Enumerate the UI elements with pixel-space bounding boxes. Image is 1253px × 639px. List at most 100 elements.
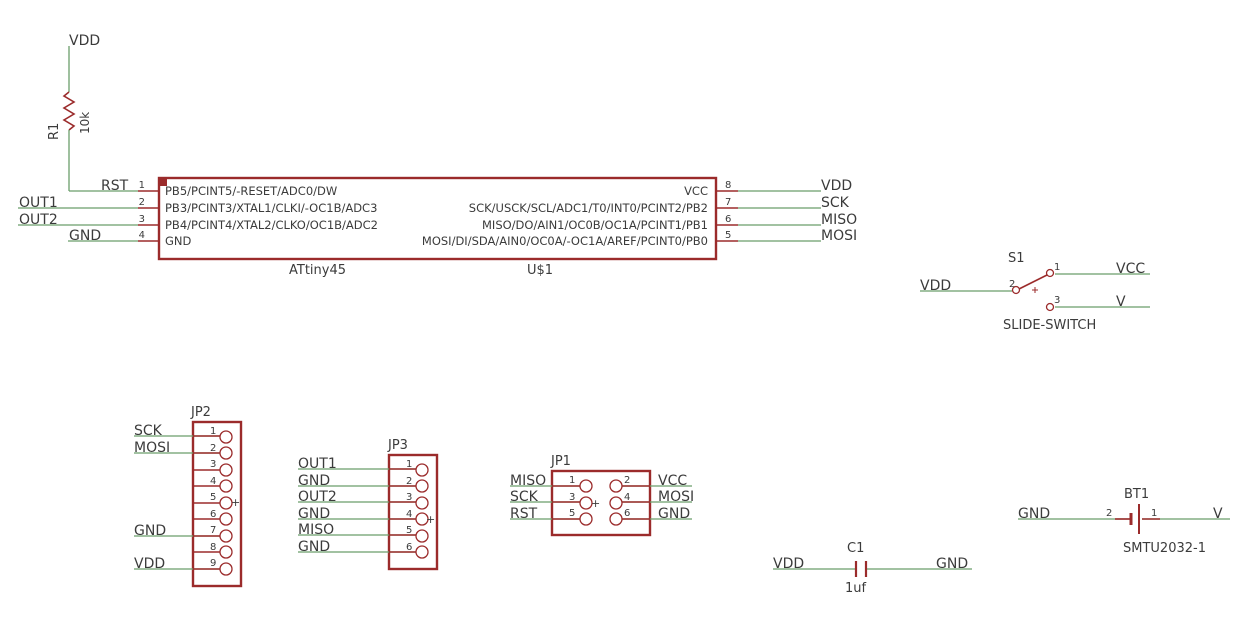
- pin-pad-icon: [219, 430, 233, 444]
- jp2-pin-number: 6: [210, 509, 216, 520]
- jp2-pin-number: 7: [210, 525, 216, 536]
- origin-cross-icon: +: [591, 497, 600, 510]
- jp1-pin-number: 5: [569, 508, 575, 519]
- pin-pad-icon: [415, 463, 429, 477]
- pin-pad-icon: [219, 512, 233, 526]
- pin-pad-icon: [609, 479, 623, 493]
- jp3-ref-label: JP3: [387, 438, 408, 453]
- bt1-value-label: SMTU2032-1: [1123, 541, 1206, 556]
- resistor-zigzag-icon: [62, 91, 76, 131]
- jp2-ref-label: JP2: [190, 405, 211, 420]
- jp3-pin-number: 5: [406, 525, 412, 536]
- pin-pad-icon: [579, 479, 593, 493]
- pin-pad-icon: [609, 512, 623, 526]
- jp3-pin-number: 3: [406, 492, 412, 503]
- net-label-miso-jp1: MISO: [510, 473, 546, 489]
- net-label-mosi-jp2: MOSI: [134, 440, 170, 456]
- switch-s1[interactable]: S1 2 1 3 VDD VCC V SLIDE-SWITCH: [920, 251, 1150, 333]
- switch-contact-icon: [1045, 268, 1055, 278]
- u1-pin-name: PB4/PCINT4/XTAL2/CLKO/OC1B/ADC2: [165, 218, 378, 232]
- pin-pad-icon: [219, 529, 233, 543]
- net-label-vcc-jp1: VCC: [658, 473, 687, 489]
- u1-pin-number: 7: [725, 197, 731, 208]
- net-label-mosi-jp1: MOSI: [658, 489, 694, 505]
- jp2-pin-number: 2: [210, 443, 216, 454]
- net-label-sck-jp2: SCK: [134, 423, 163, 439]
- net-label-miso-jp3: MISO: [298, 522, 334, 538]
- u1-pin-name: PB3/PCINT3/XTAL1/CLKI/-OC1B/ADC3: [165, 201, 377, 215]
- net-label-sck: SCK: [821, 195, 850, 211]
- net-label-mosi: MOSI: [821, 228, 857, 244]
- u1-pin-name: PB5/PCINT5/-RESET/ADC0/DW: [165, 184, 337, 198]
- net-label-vdd-s1: VDD: [920, 278, 951, 294]
- net-label-out2-jp3: OUT2: [298, 489, 337, 505]
- u1-pin-number: 8: [725, 180, 731, 191]
- net-label-gnd-bt1: GND: [1018, 506, 1050, 522]
- jp2-pin-number: 4: [210, 476, 216, 487]
- net-label-gnd-jp1: GND: [658, 506, 690, 522]
- pin-pad-icon: [219, 463, 233, 477]
- jp3-pin-number: 1: [406, 459, 412, 470]
- u1-pin-name: MOSI/DI/SDA/AIN0/OC0A/-OC1A/AREF/PCINT0/…: [422, 234, 708, 248]
- switch-contact-icon: [1011, 285, 1021, 295]
- net-label-v-bt1: V: [1213, 506, 1223, 522]
- jp2-pin-number: 5: [210, 492, 216, 503]
- net-label-vdd-r1: VDD: [69, 33, 100, 49]
- jp1-pin-number: 3: [569, 492, 575, 503]
- s1-pin-number: 1: [1054, 262, 1060, 273]
- battery-bt1[interactable]: BT1 2 1 SMTU2032-1 GND V: [1018, 487, 1230, 556]
- net-label-vcc-s1: VCC: [1116, 261, 1145, 277]
- net-label-vdd: VDD: [821, 178, 852, 194]
- jp1-pin-number: 2: [624, 475, 630, 486]
- ic-u1-attiny45[interactable]: 1 2 3 4 PB5/PCINT5/-RESET/ADC0/DW PB3/PC…: [18, 176, 857, 278]
- u1-value-label: ATtiny45: [289, 263, 346, 278]
- switch-contact-icon: [1045, 302, 1055, 312]
- connector-jp1-isp[interactable]: JP1 + 1 3 5 2 4 6 MISO SCK RST VCC MOSI …: [510, 454, 694, 537]
- u1-ref-label: U$1: [527, 263, 553, 278]
- u1-pin-name: VCC: [684, 184, 708, 198]
- pin-pad-icon: [219, 446, 233, 460]
- resistor-r1[interactable]: VDD R1 10k RST: [47, 33, 138, 194]
- pin-pad-icon: [415, 512, 429, 526]
- s1-value-label: SLIDE-SWITCH: [1003, 318, 1096, 333]
- net-label-sck-jp1: SCK: [510, 489, 539, 505]
- connector-jp2[interactable]: JP2 + 1 2 3: [134, 405, 243, 588]
- pin-pad-icon: [415, 479, 429, 493]
- jp1-pin-number: 1: [569, 475, 575, 486]
- connector-body: [550, 469, 652, 537]
- pin-pad-icon: [415, 496, 429, 510]
- net-label-gnd-c1: GND: [936, 556, 968, 572]
- u1-pin-name: GND: [165, 234, 192, 248]
- u1-pin-number: 5: [725, 230, 731, 241]
- net-label-rst-jp1: RST: [510, 506, 538, 522]
- c1-ref-label: C1: [847, 541, 864, 556]
- pin-pad-icon: [219, 545, 233, 559]
- capacitor-c1[interactable]: C1 1uf VDD GND: [773, 541, 972, 596]
- u1-pin-number: 6: [725, 214, 731, 225]
- c1-value-label: 1uf: [845, 581, 867, 596]
- u1-pin-name: SCK/USCK/SCL/ADC1/T0/INT0/PCINT2/PB2: [469, 201, 708, 215]
- pin-pad-icon: [579, 496, 593, 510]
- u1-pin-number: 3: [139, 214, 145, 225]
- jp1-pin-number: 6: [624, 508, 630, 519]
- connector-jp3[interactable]: JP3 + 1 2 3 4 5 6 OUT1 GND OUT2 GND MISO…: [298, 438, 439, 571]
- net-label-vdd-jp2: VDD: [134, 556, 165, 572]
- u1-pin-number: 4: [139, 230, 145, 241]
- origin-cross-icon: +: [231, 496, 240, 509]
- jp3-pin-number: 2: [406, 476, 412, 487]
- net-label-gnd-jp3: GND: [298, 506, 330, 522]
- jp2-pin-number: 8: [210, 542, 216, 553]
- net-label-vdd-c1: VDD: [773, 556, 804, 572]
- u1-pin-number: 1: [139, 180, 145, 191]
- u1-pin-name: MISO/DO/AIN1/OC0B/OC1A/PCINT1/PB1: [482, 218, 708, 232]
- jp2-pins: + 1 2 3 4 5 6 7 8 9 SCK MOSI GND VDD: [134, 423, 240, 576]
- net-label-miso: MISO: [821, 212, 857, 228]
- jp2-pin-number: 9: [210, 558, 216, 569]
- net-label-v-s1: V: [1116, 294, 1126, 310]
- r1-ref-label: R1: [47, 123, 62, 140]
- pin-pad-icon: [219, 496, 233, 510]
- s1-ref-label: S1: [1008, 251, 1025, 266]
- bt1-ref-label: BT1: [1124, 487, 1149, 502]
- pin-pad-icon: [415, 545, 429, 559]
